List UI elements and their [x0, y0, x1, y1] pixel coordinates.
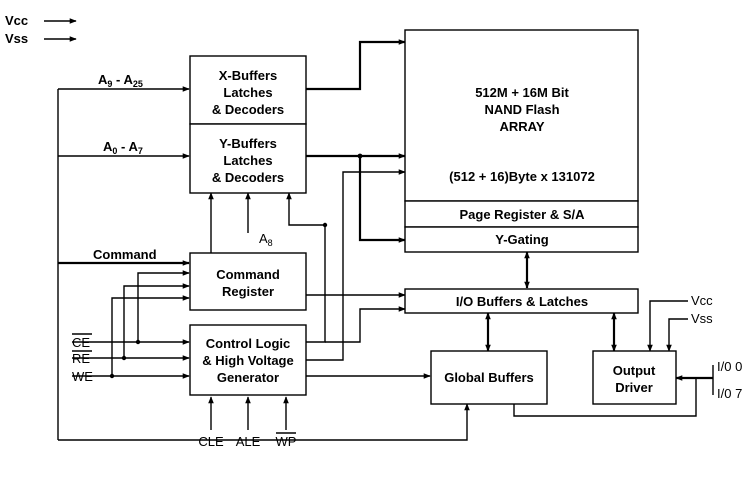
x-buffers-block: X-Buffers Latches & Decoders	[189, 55, 307, 125]
ce-junction	[135, 339, 141, 345]
control-logic-line-1: Control Logic	[206, 336, 291, 351]
addr-low-label: A0 - A7	[103, 139, 143, 156]
x-buffers-line-3: & Decoders	[212, 102, 284, 117]
io7-label: I/0 7	[717, 386, 742, 401]
y-gating-block: Y-Gating	[404, 226, 639, 253]
x-buffers-line-1: X-Buffers	[219, 68, 278, 83]
global-to-pins	[513, 378, 697, 417]
hv-to-array	[306, 169, 406, 361]
a8-label: A8	[259, 231, 273, 248]
ctrl-junction	[322, 222, 328, 228]
re-tap	[123, 283, 190, 358]
array-organization: (512 + 16)Byte x 131072	[449, 169, 595, 184]
global-buffers-block: Global Buffers	[430, 350, 548, 405]
command-register-block: Command Register	[189, 252, 307, 311]
y-buffers-line-1: Y-Buffers	[219, 136, 277, 151]
vcc-to-driver	[647, 300, 688, 352]
command-register-line-1: Command	[216, 267, 280, 282]
page-register-block: Page Register & S/A	[404, 200, 639, 228]
command-register-line-2: Register	[222, 284, 274, 299]
control-logic-line-3: Generator	[217, 370, 279, 385]
ce-tap	[137, 270, 190, 342]
power-legend: Vcc Vss	[5, 13, 77, 46]
output-driver-line-2: Driver	[615, 380, 653, 395]
wires	[57, 39, 714, 441]
nand-array-block: 512M + 16M Bit NAND Flash ARRAY (512 + 1…	[404, 29, 639, 202]
ale-label: ALE	[236, 434, 261, 449]
x-buffers-line-2: Latches	[223, 85, 272, 100]
we-tap	[111, 295, 190, 376]
global-buffers-label: Global Buffers	[444, 370, 534, 385]
io0-label: I/0 0	[717, 359, 742, 374]
vcc-label: Vcc	[691, 293, 713, 308]
ce-label: CE	[72, 335, 90, 350]
legend-vcc-label: Vcc	[5, 13, 28, 28]
io-buffers-block: I/O Buffers & Latches	[404, 288, 639, 314]
re-label: RE	[72, 351, 90, 366]
legend-vss-label: Vss	[5, 31, 28, 46]
array-line-3: ARRAY	[499, 119, 544, 134]
we-junction	[109, 373, 115, 379]
command-label: Command	[93, 247, 157, 262]
output-driver-block: Output Driver	[592, 350, 677, 405]
vss-to-driver	[666, 318, 688, 352]
ybuf-junction	[357, 153, 363, 159]
cle-label: CLE	[198, 434, 224, 449]
array-line-1: 512M + 16M Bit	[475, 85, 569, 100]
xbuf-to-array	[306, 39, 406, 91]
y-buffers-line-3: & Decoders	[212, 170, 284, 185]
ctrl-to-io	[325, 306, 406, 343]
io-buffers-label: I/O Buffers & Latches	[456, 294, 588, 309]
page-register-label: Page Register & S/A	[460, 207, 586, 222]
y-gating-label: Y-Gating	[495, 232, 549, 247]
control-logic-block: Control Logic & High Voltage Generator	[189, 324, 307, 396]
addr-high-label: A9 - A25	[98, 72, 143, 89]
bottom-bus-to-global	[58, 403, 470, 441]
wp-label: WP	[276, 434, 297, 449]
output-driver-line-1: Output	[613, 363, 656, 378]
array-line-2: NAND Flash	[484, 102, 559, 117]
re-junction	[121, 355, 127, 361]
we-label: WE	[72, 369, 93, 384]
vss-label: Vss	[691, 311, 713, 326]
y-buffers-block: Y-Buffers Latches & Decoders	[189, 123, 307, 194]
ybuf-to-ygating	[358, 156, 406, 243]
y-buffers-line-2: Latches	[223, 153, 272, 168]
control-logic-line-2: & High Voltage	[202, 353, 293, 368]
